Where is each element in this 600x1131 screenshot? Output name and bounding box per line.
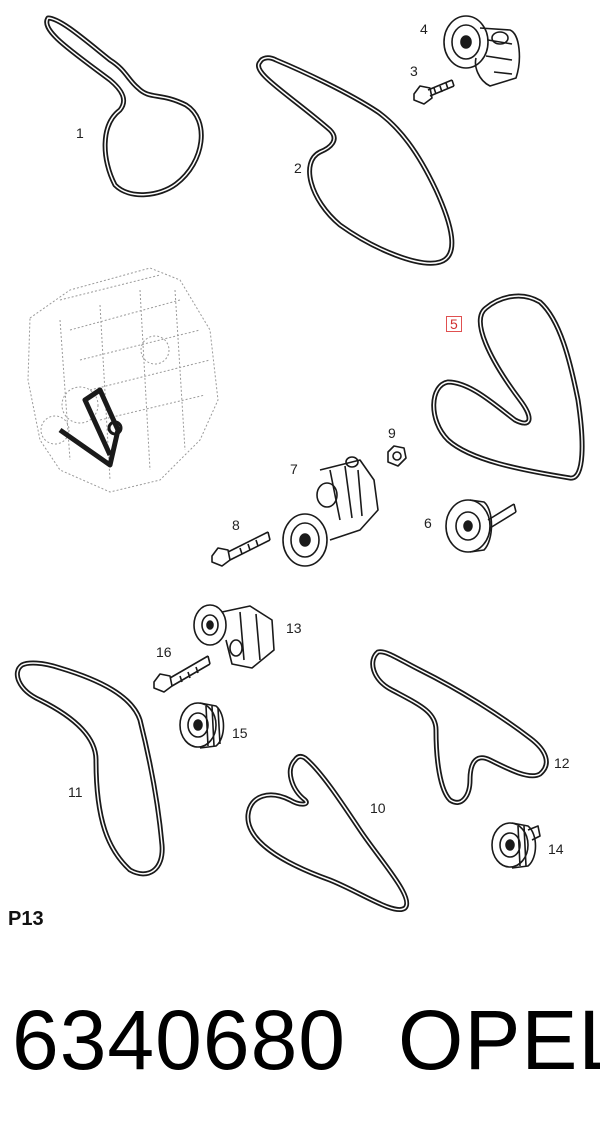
pulley-6[interactable] — [445, 499, 517, 553]
belt-11[interactable] — [15, 660, 165, 877]
callout-3: 3 — [410, 63, 418, 79]
callout-14: 14 — [548, 841, 564, 857]
tensioner-7[interactable] — [282, 456, 379, 567]
callout-7: 7 — [290, 461, 298, 477]
callout-5-highlighted[interactable]: 5 — [446, 316, 462, 332]
nut-9[interactable] — [387, 445, 407, 467]
tensioner-4[interactable] — [443, 15, 521, 87]
bolt-16[interactable] — [153, 655, 211, 693]
callout-12: 12 — [554, 755, 570, 771]
belt-2[interactable] — [255, 55, 455, 266]
parts-diagram — [15, 15, 585, 912]
belt-10[interactable] — [245, 754, 410, 912]
callout-2: 2 — [294, 160, 302, 176]
pulley-14[interactable] — [491, 822, 541, 869]
callout-10: 10 — [370, 800, 386, 816]
callout-1: 1 — [76, 125, 84, 141]
tensioner-13[interactable] — [193, 604, 275, 669]
brand-name: OPEL — [398, 993, 600, 1087]
part-number: 6340680 — [12, 993, 347, 1087]
bolt-3[interactable] — [413, 79, 455, 105]
callout-13: 13 — [286, 620, 302, 636]
engine-belt-routing — [58, 387, 123, 468]
belt-1[interactable] — [44, 15, 204, 198]
engine-block — [27, 267, 219, 493]
callout-4: 4 — [420, 21, 428, 37]
belt-5[interactable] — [431, 293, 585, 481]
callout-8: 8 — [232, 517, 240, 533]
callout-9: 9 — [388, 425, 396, 441]
callout-11: 11 — [68, 784, 83, 800]
page-code: P13 — [8, 908, 44, 930]
belt-12[interactable] — [370, 649, 549, 805]
callout-6: 6 — [424, 515, 432, 531]
callout-16: 16 — [156, 644, 172, 660]
footer: 6340680 OPEL — [0, 985, 600, 1095]
pulley-15[interactable] — [179, 702, 225, 749]
callout-15: 15 — [232, 725, 248, 741]
bolt-8[interactable] — [211, 531, 271, 567]
